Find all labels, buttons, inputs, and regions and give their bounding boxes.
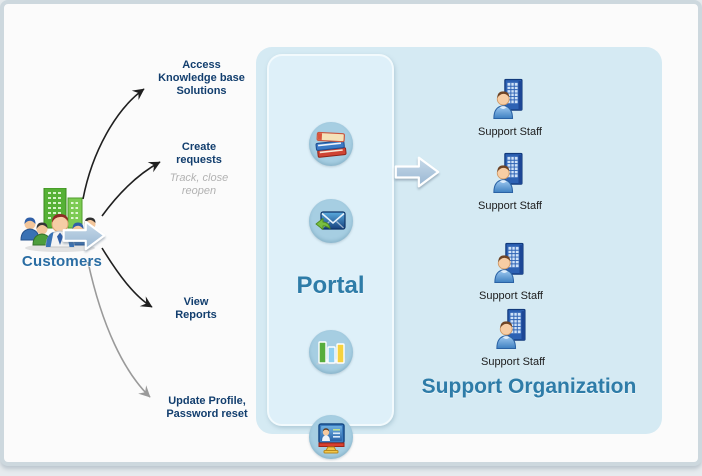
customers-flow-arrow-icon: [61, 217, 107, 254]
support-organization-title: Support Organization: [421, 375, 637, 398]
portal-to-org-arrow-icon: [393, 153, 441, 191]
support-staff-label: Support Staff: [478, 290, 543, 302]
action-view-reports: View Reports: [175, 296, 217, 321]
action-access-knowledge-base: Access Knowledge base Solutions: [158, 59, 245, 97]
support-staff-node: Support Staff: [467, 308, 559, 368]
reports-bar-chart-icon: [309, 330, 353, 374]
knowledge-base-books-icon: [309, 122, 353, 166]
action-create-requests-note: Track, close reopen: [169, 172, 229, 197]
action-update-profile: Update Profile, Password reset: [166, 395, 248, 420]
portal-title: Portal: [296, 272, 365, 299]
portal-panel: Portal: [267, 54, 394, 459]
support-staff-label: Support Staff: [477, 126, 542, 138]
support-staff-icon: [493, 78, 527, 120]
support-staff-label: Support Staff: [477, 200, 542, 212]
customers-label: Customers: [21, 253, 103, 270]
action-create-requests: Create requests: [176, 141, 222, 166]
support-staff-icon: [496, 308, 530, 350]
support-staff-node: Support Staff: [464, 78, 556, 138]
support-staff-node: Support Staff: [464, 152, 556, 212]
support-staff-icon: [494, 242, 528, 284]
diagram-card: Customers Access Knowledge base Solution…: [0, 0, 702, 466]
support-staff-icon: [493, 152, 527, 194]
connector-update-profile: [87, 261, 151, 398]
connector-access-knowledge-base: [82, 88, 145, 200]
email-request-icon: [309, 199, 353, 243]
support-staff-node: Support Staff: [465, 242, 557, 302]
support-staff-label: Support Staff: [480, 356, 545, 368]
profile-monitor-icon: [309, 415, 353, 459]
